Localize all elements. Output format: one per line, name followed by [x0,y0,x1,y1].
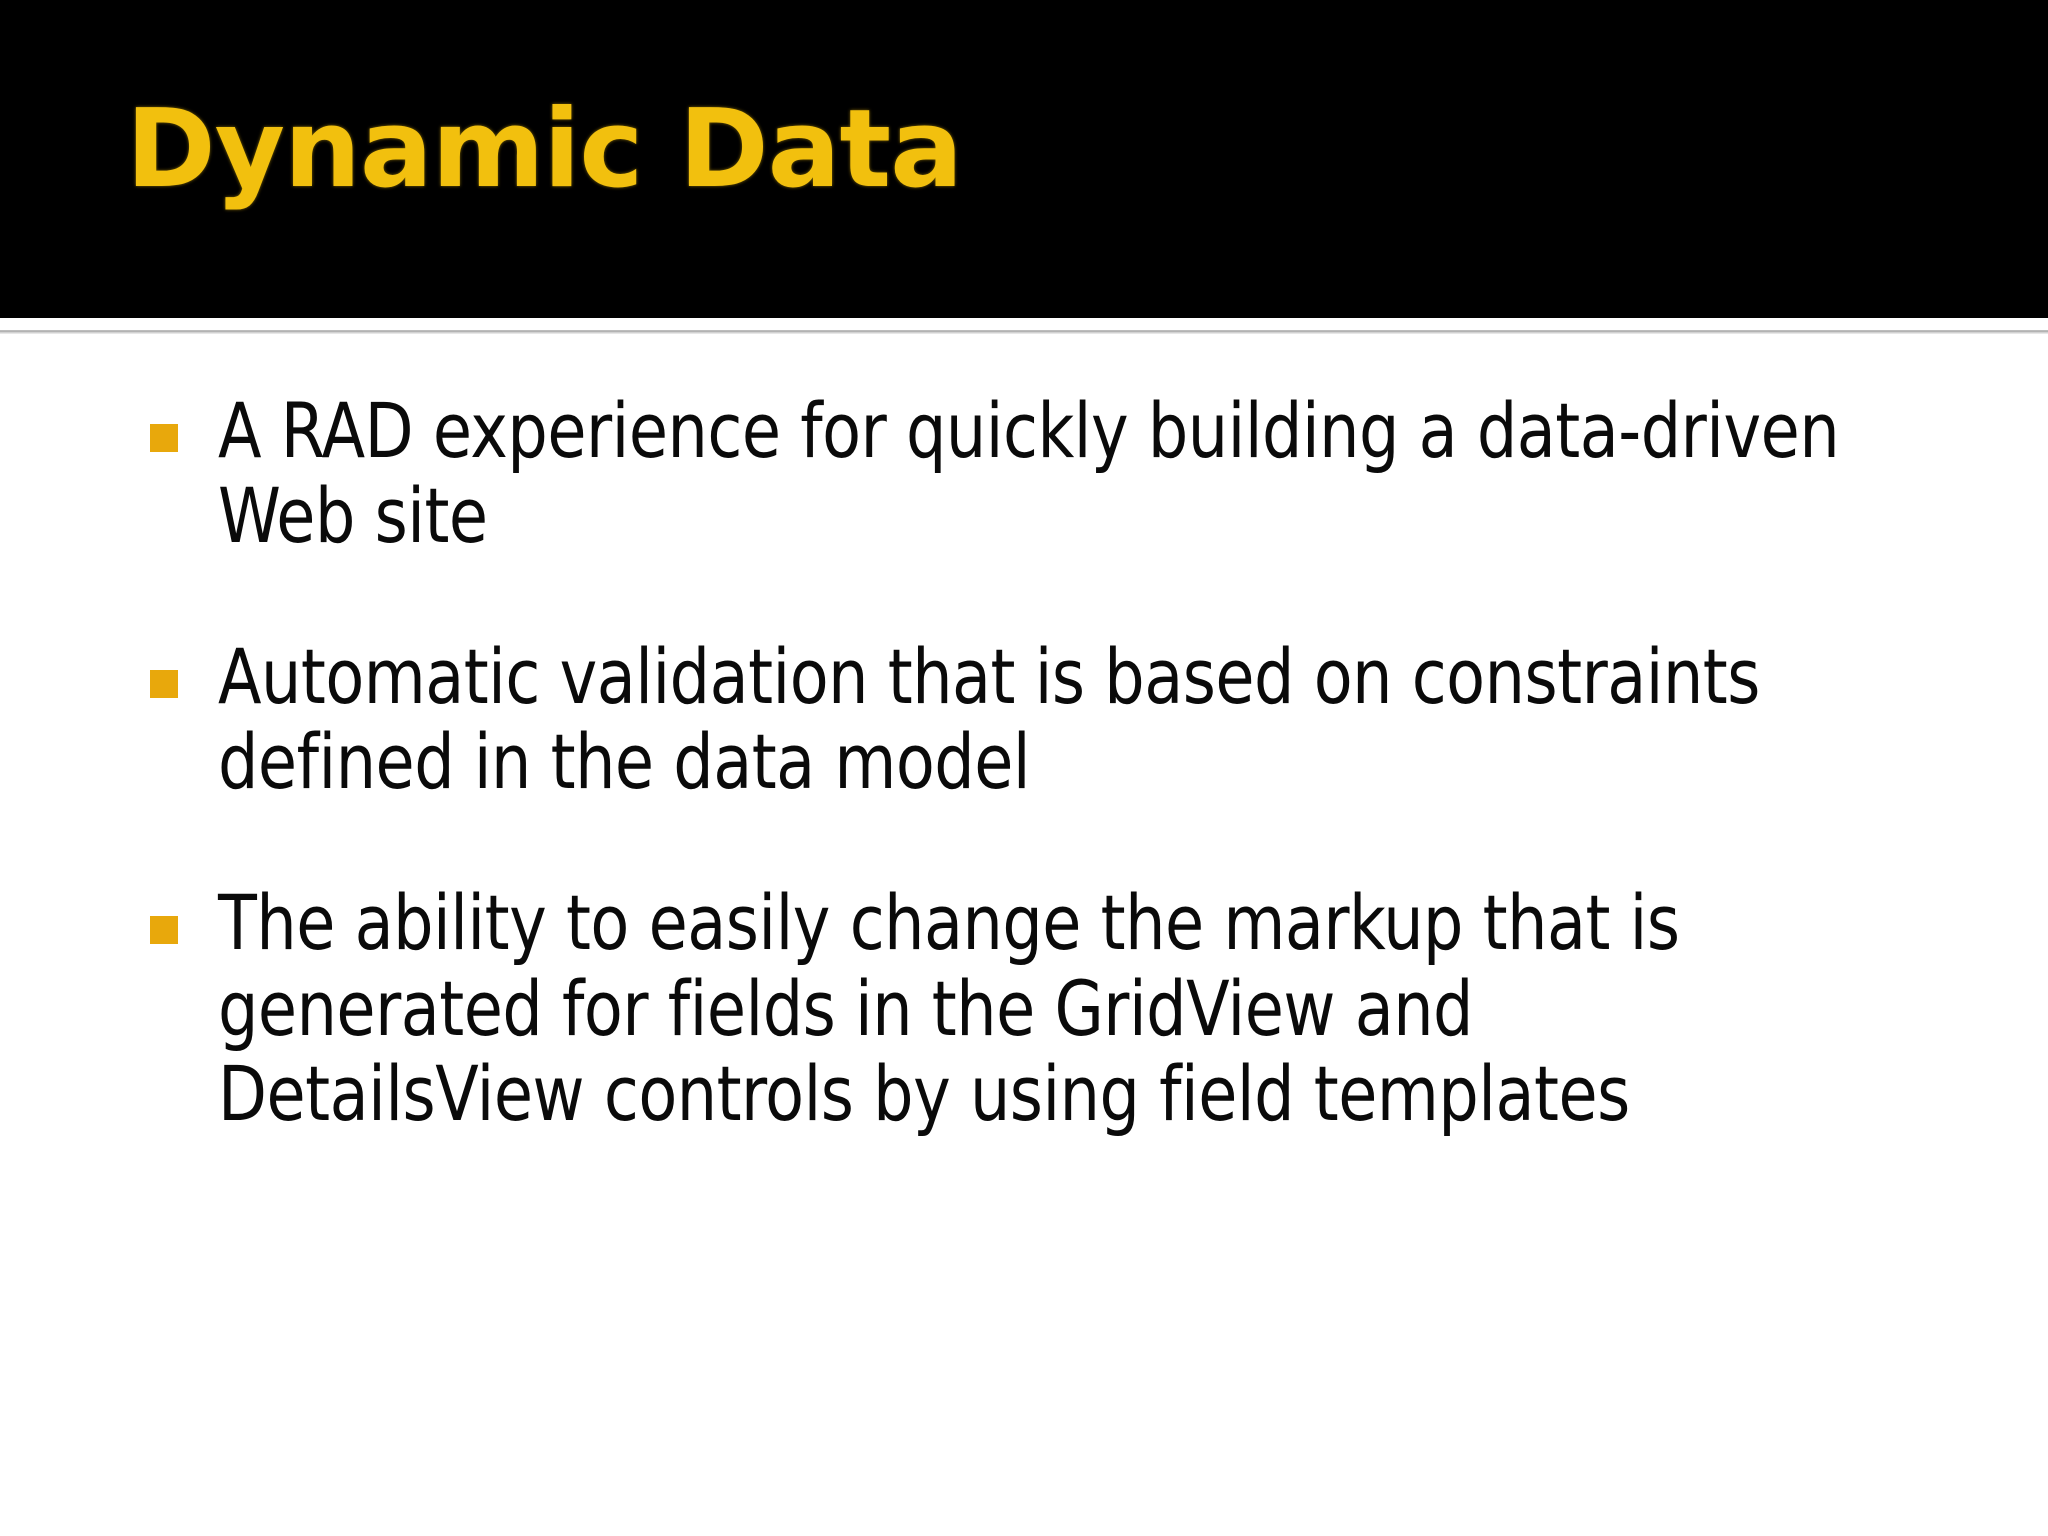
slide-body: A RAD experience for quickly building a … [0,336,2048,1536]
list-item: A RAD experience for quickly building a … [140,388,1980,558]
square-bullet-icon [150,670,178,699]
bullet-list: A RAD experience for quickly building a … [140,388,1980,1136]
square-bullet-icon [150,916,178,945]
bullet-text: Automatic validation that is based on co… [218,632,1760,807]
title-band: Dynamic Data [0,0,2048,318]
list-item: Automatic validation that is based on co… [140,634,1980,804]
square-bullet-icon [150,424,178,452]
bullet-text: The ability to easily change the markup … [218,878,1680,1138]
page-title: Dynamic Data [126,87,963,212]
bullet-text: A RAD experience for quickly building a … [218,386,1840,561]
list-item: The ability to easily change the markup … [140,878,1980,1138]
title-divider-rule [0,330,2048,334]
